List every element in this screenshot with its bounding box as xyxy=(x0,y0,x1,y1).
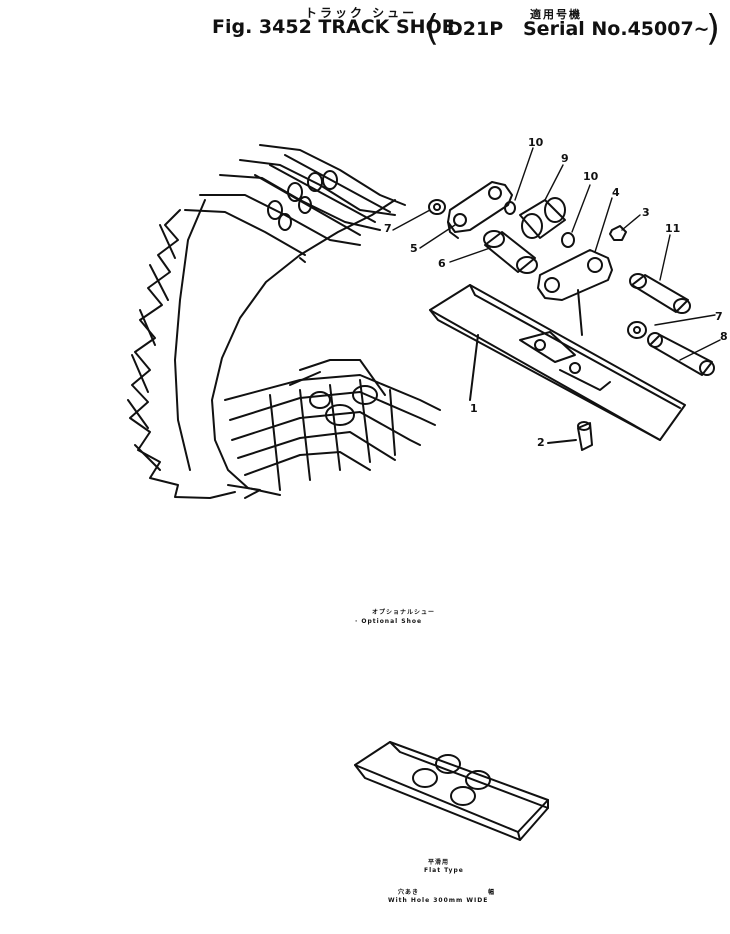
callout-leaders xyxy=(392,147,721,361)
paren-close: ) xyxy=(706,8,721,49)
model-label: D21P xyxy=(447,18,504,40)
part-1-shoe-plate xyxy=(429,284,686,441)
track-chain-assembly xyxy=(127,144,441,499)
part-5-link xyxy=(447,181,513,239)
callout-7-upper: 7 xyxy=(384,222,392,235)
part-11-pin xyxy=(629,273,691,314)
paren-open: ( xyxy=(425,8,440,49)
part-10-seal-left xyxy=(504,201,516,215)
flat-type-label-en: Flat Type xyxy=(424,867,464,874)
callout-6: 6 xyxy=(438,257,446,270)
figure-title: Fig. 3452 TRACK SHOE xyxy=(212,16,455,38)
callout-7-lower: 7 xyxy=(715,310,723,323)
part-6-pin xyxy=(483,230,538,274)
serial-japanese: 適用号機 xyxy=(530,8,582,21)
part-8-pin xyxy=(647,332,715,376)
callout-1: 1 xyxy=(470,402,478,415)
serial-label: Serial No.45007~ xyxy=(523,18,710,40)
callout-11: 11 xyxy=(665,222,681,235)
title-japanese: トラック シュー xyxy=(305,6,418,20)
optional-shoe-label-ja: オプショナルシュー xyxy=(372,609,436,616)
width-note-ja: 幅 xyxy=(488,889,496,896)
callout-9: 9 xyxy=(561,152,569,165)
callout-5: 5 xyxy=(410,242,418,255)
part-7-washer-upper xyxy=(428,199,446,215)
callout-4: 4 xyxy=(612,186,620,199)
optional-shoe-label-en: · Optional Shoe xyxy=(355,618,423,625)
part-7-washer-lower xyxy=(627,321,647,339)
part-9-bushing xyxy=(519,197,566,239)
hole-note-ja: 穴あき xyxy=(398,889,420,896)
hole-width-note-en: With Hole 300mm WIDE xyxy=(388,897,489,904)
flat-type-label-ja: 平滑用 xyxy=(428,859,450,866)
flat-shoe-plate xyxy=(354,741,549,841)
callout-10-b: 10 xyxy=(583,170,599,183)
callout-8: 8 xyxy=(720,330,728,343)
part-10-seal-right xyxy=(561,232,575,248)
part-4-link xyxy=(537,249,613,336)
callout-10-a: 10 xyxy=(528,136,544,149)
part-3-nut xyxy=(609,225,627,241)
part-2-bolt xyxy=(547,421,593,451)
callout-2: 2 xyxy=(537,436,545,449)
callout-3: 3 xyxy=(642,206,650,219)
